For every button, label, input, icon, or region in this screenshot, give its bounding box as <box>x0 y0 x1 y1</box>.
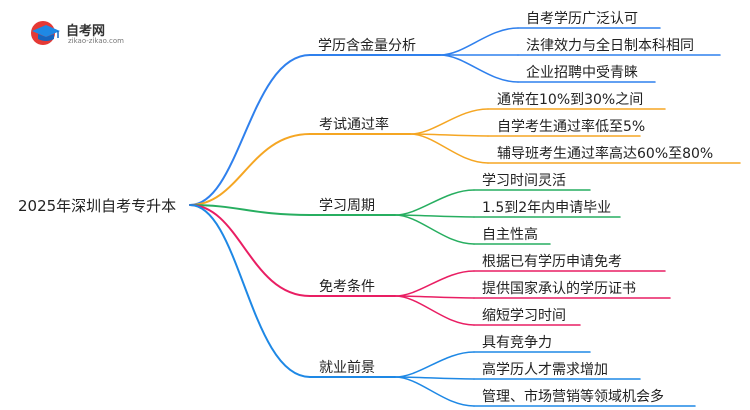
branch-connector <box>189 204 311 216</box>
root-topic: 2025年深圳自考专升本 <box>18 197 177 215</box>
site-logo[interactable] <box>28 17 62 51</box>
leaf-node: 辅导班考生通过率高达60%至80% <box>497 146 714 162</box>
branch-quality: 学历含金量分析 <box>318 38 416 54</box>
leaf-node: 自学考生通过率低至5% <box>497 119 646 135</box>
branch-exemption: 免考条件 <box>319 279 375 295</box>
leaf-node: 具有竞争力 <box>482 335 552 351</box>
leaf-node: 1.5到2年内申请毕业 <box>482 200 612 216</box>
leaf-connector <box>394 189 475 216</box>
logo-title: 自考网 <box>66 24 106 39</box>
leaf-node: 通常在10%到30%之间 <box>497 92 644 108</box>
leaf-connector <box>409 108 489 135</box>
leaf-connector <box>394 270 475 297</box>
branch-passrate: 考试通过率 <box>319 117 389 133</box>
leaf-connector <box>394 376 475 407</box>
leaf-connector <box>409 133 489 164</box>
leaf-node: 自主性高 <box>482 227 538 243</box>
leaf-node: 管理、市场营销等领域机会多 <box>482 389 664 405</box>
leaf-node: 学习时间灵活 <box>482 173 566 189</box>
leaf-node: 自考学历广泛认可 <box>526 11 638 27</box>
logo-subtitle: zikao-zikao.com <box>68 37 124 45</box>
leaf-node: 高学历人才需求增加 <box>482 362 608 378</box>
leaf-connector <box>394 214 475 245</box>
branch-connector <box>189 204 311 378</box>
branch-connector <box>189 204 311 297</box>
branch-duration: 学习周期 <box>319 198 375 214</box>
branch-connector <box>189 54 311 206</box>
graduation-cap-icon <box>31 21 60 45</box>
leaf-node: 缩短学习时间 <box>482 308 566 324</box>
leaf-connector <box>394 295 475 326</box>
leaf-connector <box>439 27 519 56</box>
branch-career: 就业前景 <box>319 360 375 376</box>
leaf-connector <box>439 54 519 83</box>
leaf-node: 企业招聘中受青睐 <box>526 65 638 81</box>
leaf-node: 提供国家承认的学历证书 <box>482 281 636 297</box>
leaf-node: 法律效力与全日制本科相同 <box>526 38 694 54</box>
branch-connector <box>189 133 311 206</box>
leaf-connector <box>394 351 475 378</box>
leaf-node: 根据已有学历申请免考 <box>482 254 622 270</box>
